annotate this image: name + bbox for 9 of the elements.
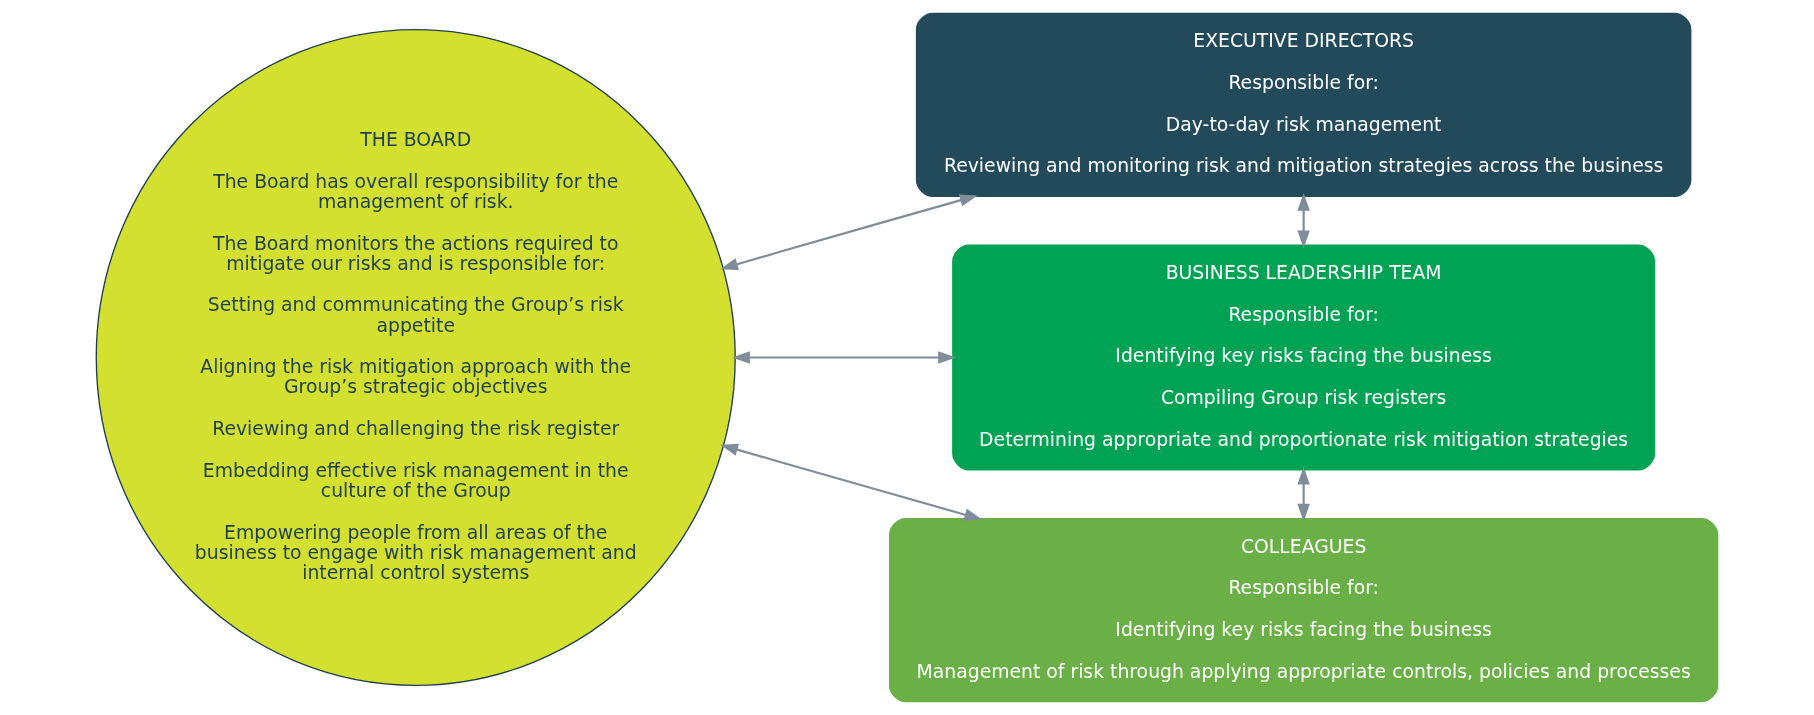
arrow	[720, 443, 983, 521]
arrow	[1297, 193, 1310, 249]
node-box: EXECUTIVE DIRECTORS Responsible for: Day-to-day risk management Reviewing and monitoring risk and mitigation strategies across the business	[915, 12, 1692, 197]
arrow	[720, 194, 978, 271]
arrow	[732, 351, 956, 364]
node-box: COLLEAGUES Responsible for: Identifying key risks facing the business Management of risk through applying appropriate controls, policies and processes	[889, 518, 1719, 703]
arrow	[1297, 466, 1310, 522]
node-circle: THE BOARD The Board has overall responsibility for the management of risk. The Board monitors the actions required to mitigate our risks and is responsible for: Setting and communicating the Group’s risk appetite Aligning the risk mitigation approach with the Group’s strategic objectives Reviewing and challenging the risk register Embedding effective risk management in the culture of the Group Empowering people from all areas of the business to engage with risk management and internal control systems	[95, 29, 736, 686]
node-box: BUSINESS LEADERSHIP TEAM Responsible for: Identifying key risks facing the business Compiling Group risk registers Determining appropriate and proportionate risk mitigation strategies	[952, 244, 1656, 471]
